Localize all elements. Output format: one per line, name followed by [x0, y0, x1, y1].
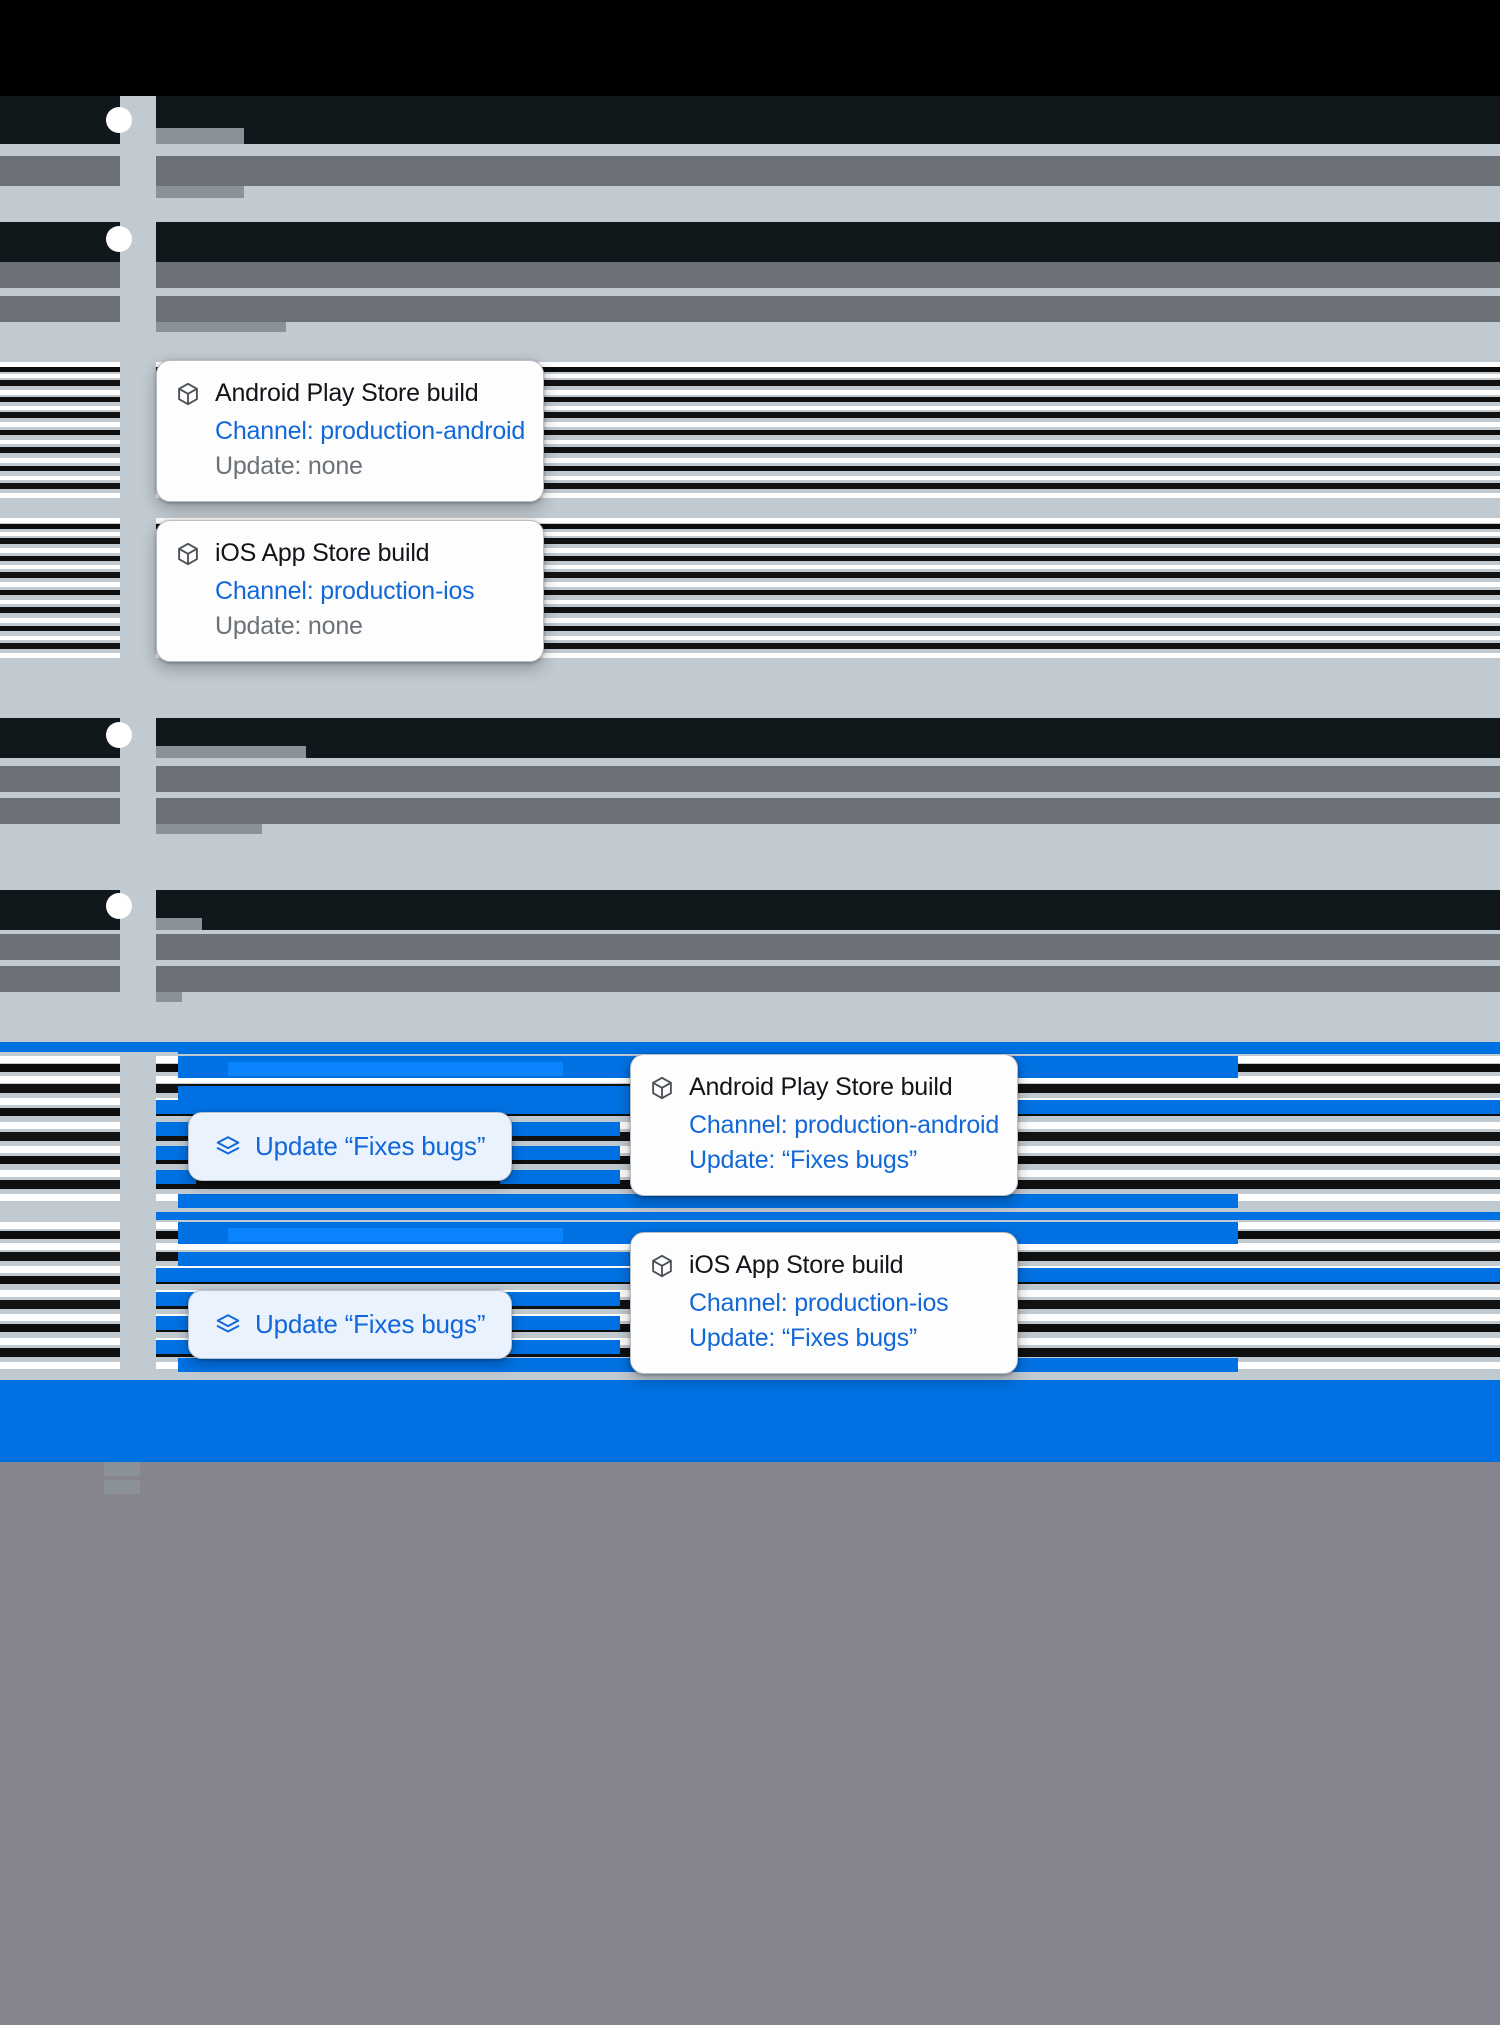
- code-token-1c: [500, 1146, 620, 1160]
- code-line-1d: [178, 1194, 1238, 1208]
- redacted-body-4b: [156, 966, 1500, 992]
- card-update: Update: none: [215, 611, 363, 640]
- code-gutter-2a: [156, 1292, 196, 1306]
- redacted-tail-3: [156, 824, 262, 834]
- code-token-1a: [228, 1062, 563, 1076]
- footer-marker-a: [104, 1462, 140, 1476]
- footer-marker-b: [104, 1480, 140, 1494]
- card-header: Android Play Store build: [175, 379, 521, 408]
- redacted-gutter-3: [0, 766, 120, 792]
- card-title: iOS App Store build: [689, 1251, 904, 1279]
- code-stripe-mask-1: [120, 1056, 156, 1206]
- redacted-body-2b: [156, 296, 1500, 322]
- redacted-gutter-3b: [0, 798, 120, 824]
- update-button-label: Update “Fixes bugs”: [255, 1309, 486, 1339]
- layers-icon: [215, 1312, 241, 1338]
- cube-icon: [175, 541, 201, 567]
- code-rule-1: [178, 1046, 1500, 1054]
- card-channel: Channel: production-ios: [689, 1289, 949, 1317]
- card-channel: Channel: production-android: [215, 417, 526, 445]
- code-line-2b: [178, 1252, 638, 1266]
- anchor-dot-3[interactable]: [106, 722, 132, 748]
- code-gutter-2b: [156, 1316, 196, 1330]
- build-card-android-top[interactable]: Android Play Store build Channel: produc…: [156, 360, 544, 502]
- card-title: Android Play Store build: [689, 1073, 953, 1101]
- redacted-body-2a: [156, 262, 1500, 288]
- redacted-gutter-2: [0, 262, 120, 288]
- card-title: iOS App Store build: [215, 539, 430, 567]
- card-header: iOS App Store build: [649, 1251, 995, 1280]
- cube-icon: [649, 1075, 675, 1101]
- footer-background: [0, 1502, 1500, 2025]
- build-card-ios-bottom[interactable]: iOS App Store build Channel: production-…: [630, 1232, 1018, 1374]
- code-gutter-1a: [156, 1122, 196, 1136]
- stripe-mask-2: [120, 518, 156, 660]
- redacted-stripes-1: [0, 362, 1500, 502]
- card-update: Update: “Fixes bugs”: [689, 1323, 918, 1352]
- card-title: Android Play Store build: [215, 379, 479, 407]
- footer-strip: [0, 1462, 1500, 1502]
- redacted-gutter-4b: [0, 966, 120, 992]
- build-card-android-bottom[interactable]: Android Play Store build Channel: produc…: [630, 1054, 1018, 1196]
- card-channel: Channel: production-ios: [215, 577, 475, 605]
- redacted-heading-4: [0, 890, 1500, 930]
- cube-icon: [649, 1253, 675, 1279]
- code-gutter-1b: [156, 1146, 196, 1160]
- code-gutter-2c: [156, 1340, 196, 1354]
- code-token-1b: [500, 1122, 620, 1136]
- code-token-2c: [500, 1316, 620, 1330]
- code-token-2b: [500, 1292, 620, 1306]
- redacted-gutter-4: [0, 934, 120, 960]
- update-button-label: Update “Fixes bugs”: [255, 1131, 486, 1161]
- anchor-dot-1[interactable]: [106, 107, 132, 133]
- redacted-tail-1: [156, 186, 244, 198]
- top-black-area: [0, 0, 1500, 96]
- redacted-stripes-2: [0, 518, 1500, 660]
- code-rule-2: [156, 1212, 1500, 1220]
- redacted-body-4a: [156, 934, 1500, 960]
- redacted-body-3b: [156, 798, 1500, 824]
- card-update: Update: none: [215, 451, 363, 480]
- card-header: Android Play Store build: [649, 1073, 995, 1102]
- update-button-ios[interactable]: Update “Fixes bugs”: [188, 1290, 513, 1359]
- code-token-2a: [228, 1228, 563, 1242]
- card-header: iOS App Store build: [175, 539, 521, 568]
- stripe-mask-1: [120, 362, 156, 502]
- update-button-android[interactable]: Update “Fixes bugs”: [188, 1112, 513, 1181]
- anchor-dot-4[interactable]: [106, 893, 132, 919]
- redacted-heading-1: [0, 96, 1500, 144]
- code-block-footer: [0, 1380, 1500, 1462]
- code-token-1d: [500, 1170, 620, 1184]
- redacted-tail-2: [156, 322, 286, 332]
- redacted-underline-3: [156, 746, 306, 758]
- card-channel: Channel: production-android: [689, 1111, 1000, 1139]
- cube-icon: [175, 381, 201, 407]
- code-line-1b: [178, 1086, 638, 1100]
- card-update: Update: “Fixes bugs”: [689, 1145, 918, 1174]
- code-token-2d: [500, 1340, 620, 1354]
- code-gutter-1c: [156, 1170, 196, 1184]
- build-card-ios-top[interactable]: iOS App Store build Channel: production-…: [156, 520, 544, 662]
- redacted-gutter-1: [0, 156, 120, 186]
- redacted-tail-4: [156, 992, 182, 1002]
- anchor-dot-2[interactable]: [106, 226, 132, 252]
- redacted-underline-4: [156, 918, 202, 930]
- redacted-body-1: [156, 156, 1500, 186]
- redacted-gutter-2b: [0, 296, 120, 322]
- redacted-underline-1: [156, 128, 244, 144]
- redacted-body-3a: [156, 766, 1500, 792]
- code-stripe-mask-2: [120, 1222, 156, 1372]
- gap-1: [0, 144, 1500, 156]
- layers-icon: [215, 1134, 241, 1160]
